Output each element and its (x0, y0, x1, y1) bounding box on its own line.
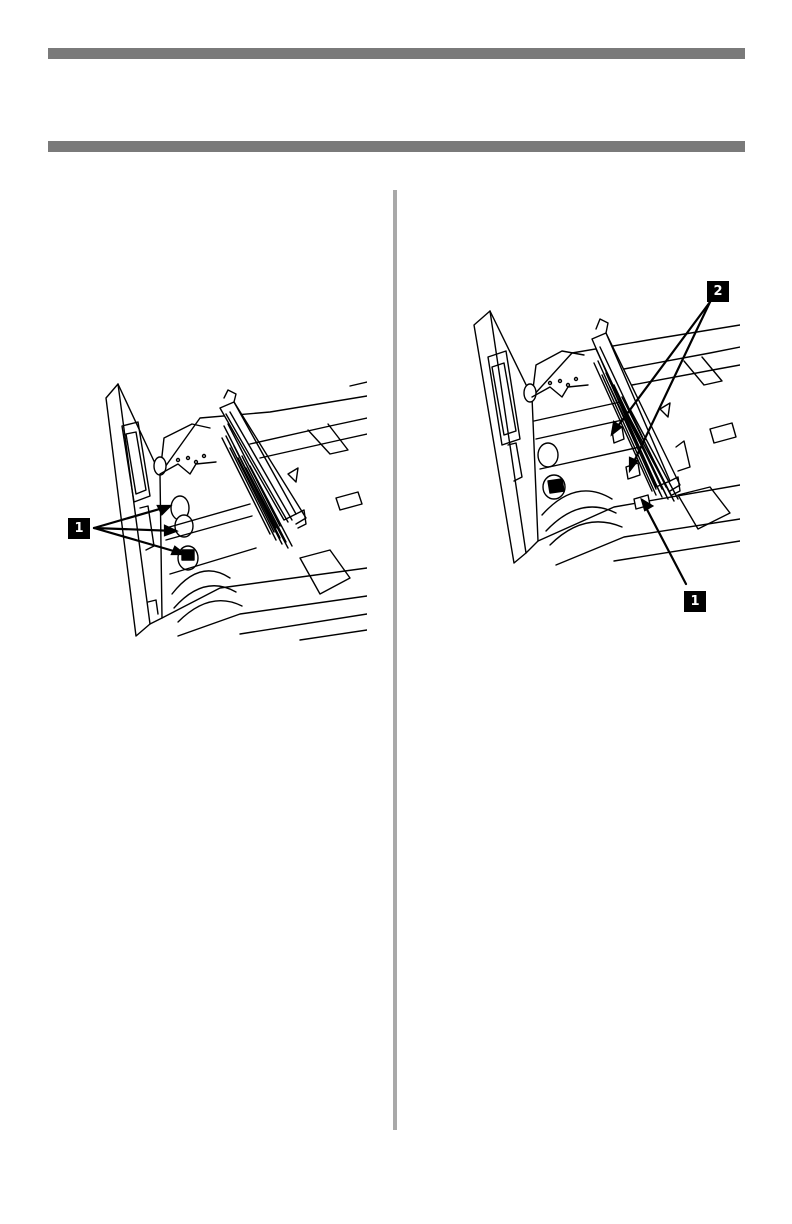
callout-arrows-right (600, 288, 730, 598)
callout-arrows-left (88, 496, 208, 560)
top-rule (48, 48, 745, 59)
column-divider (393, 190, 397, 1130)
callout-label-right-bottom: 1 (684, 591, 706, 612)
callout-label-right-top: 2 (707, 281, 729, 302)
callout-label-left: 1 (68, 518, 90, 539)
bottom-rule (48, 141, 745, 152)
